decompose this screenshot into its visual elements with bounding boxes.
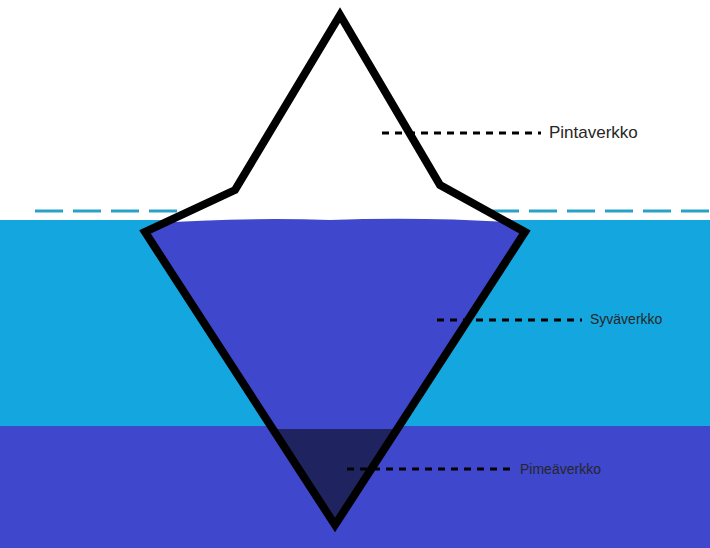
- leader-line: [382, 132, 541, 135]
- iceberg-submerged: [140, 219, 540, 430]
- region-label: Pimeäverkko: [520, 462, 601, 477]
- region-label: Syväverkko: [590, 312, 662, 327]
- iceberg-dark-part: [140, 429, 540, 548]
- leader-line: [437, 319, 582, 322]
- leader-line: [347, 468, 512, 471]
- region-label: Pintaverkko: [549, 124, 638, 143]
- iceberg-outline: [145, 15, 525, 525]
